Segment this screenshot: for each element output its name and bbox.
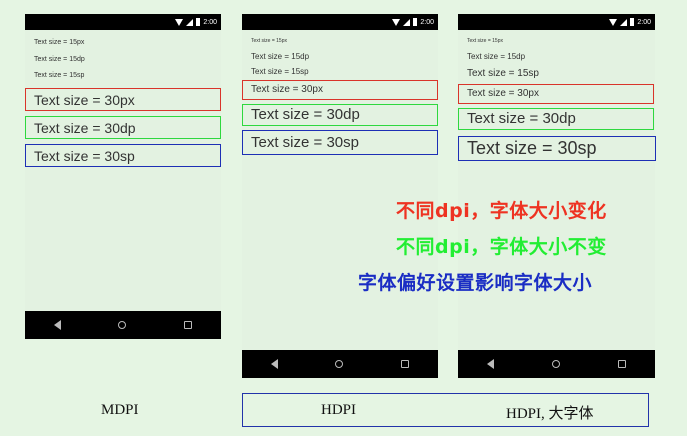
wifi-icon <box>609 18 618 26</box>
text-30dp: Text size = 30dp <box>467 110 576 127</box>
dp-highlight-box <box>242 104 438 126</box>
text-15px: Text size = 15px <box>467 38 503 44</box>
back-icon[interactable] <box>270 359 278 369</box>
px-highlight-box <box>242 80 438 100</box>
recent-apps-icon[interactable] <box>401 360 410 368</box>
hdpi-group-frame <box>242 393 649 427</box>
status-time: 2:00 <box>420 18 434 26</box>
status-time: 2:00 <box>203 18 217 26</box>
label-hdpi-large-font: HDPI, 大字体 <box>506 406 594 422</box>
text-15sp: Text size = 15sp <box>251 67 309 76</box>
status-bar: 2:00 <box>25 14 221 30</box>
note-dpi-size-unchanged: 不同dpi，字体大小不变 <box>396 236 607 258</box>
sp-highlight-box <box>25 144 221 167</box>
text-15dp: Text size = 15dp <box>251 52 310 61</box>
text-15sp: Text size = 15sp <box>467 68 539 79</box>
signal-icon <box>620 18 628 26</box>
signal-icon <box>403 18 411 26</box>
battery-icon <box>630 18 635 26</box>
text-15px: Text size = 15px <box>251 38 287 44</box>
px-highlight-box <box>458 84 654 104</box>
text-15dp: Text size = 15dp <box>467 52 526 61</box>
sp-highlight-box <box>458 136 656 161</box>
home-icon[interactable] <box>552 360 560 368</box>
label-hdpi: HDPI <box>321 402 357 418</box>
back-icon[interactable] <box>53 320 61 330</box>
battery-icon <box>413 18 418 26</box>
app-screen: Text size = 15px Text size = 15dp Text s… <box>25 30 221 311</box>
wifi-icon <box>175 18 184 26</box>
app-screen: Text size = 15px Text size = 15dp Text s… <box>458 30 656 350</box>
navigation-bar <box>242 350 438 378</box>
text-15sp: Text size = 15sp <box>34 72 85 79</box>
px-highlight-box <box>25 88 221 111</box>
signal-icon <box>186 18 194 26</box>
note-font-preference-affects-size: 字体偏好设置影响字体大小 <box>358 272 593 294</box>
battery-icon <box>196 18 201 26</box>
status-bar: 2:00 <box>458 14 655 30</box>
navigation-bar <box>458 350 655 378</box>
phone-hdpi: 2:00 Text size = 15px Text size = 15dp T… <box>242 14 438 378</box>
text-15px: Text size = 15px <box>34 39 85 46</box>
back-icon[interactable] <box>487 359 494 369</box>
phone-mdpi: 2:00 Text size = 15px Text size = 15dp T… <box>25 14 221 339</box>
text-30dp: Text size = 30dp <box>34 120 136 136</box>
label-mdpi: MDPI <box>101 402 139 418</box>
text-30sp: Text size = 30sp <box>467 138 597 158</box>
home-icon[interactable] <box>335 360 344 368</box>
text-30px: Text size = 30px <box>467 88 539 99</box>
text-30sp: Text size = 30sp <box>251 134 359 151</box>
phone-hdpi-large-font: 2:00 Text size = 15px Text size = 15dp T… <box>458 14 656 378</box>
status-time: 2:00 <box>637 18 651 26</box>
recent-apps-icon[interactable] <box>184 321 193 329</box>
navigation-bar <box>25 311 221 339</box>
text-30px: Text size = 30px <box>251 84 323 95</box>
status-bar: 2:00 <box>242 14 438 30</box>
wifi-icon <box>392 18 401 26</box>
home-icon[interactable] <box>118 321 127 329</box>
text-15dp: Text size = 15dp <box>34 56 85 63</box>
app-screen: Text size = 15px Text size = 15dp Text s… <box>242 30 438 350</box>
text-30dp: Text size = 30dp <box>251 106 360 123</box>
text-30sp: Text size = 30sp <box>34 148 135 164</box>
text-30px: Text size = 30px <box>34 92 135 108</box>
dp-highlight-box <box>25 116 221 139</box>
dp-highlight-box <box>458 108 654 130</box>
sp-highlight-box <box>242 130 438 155</box>
note-dpi-size-changes: 不同dpi，字体大小变化 <box>396 200 607 222</box>
recent-apps-icon[interactable] <box>618 360 626 368</box>
